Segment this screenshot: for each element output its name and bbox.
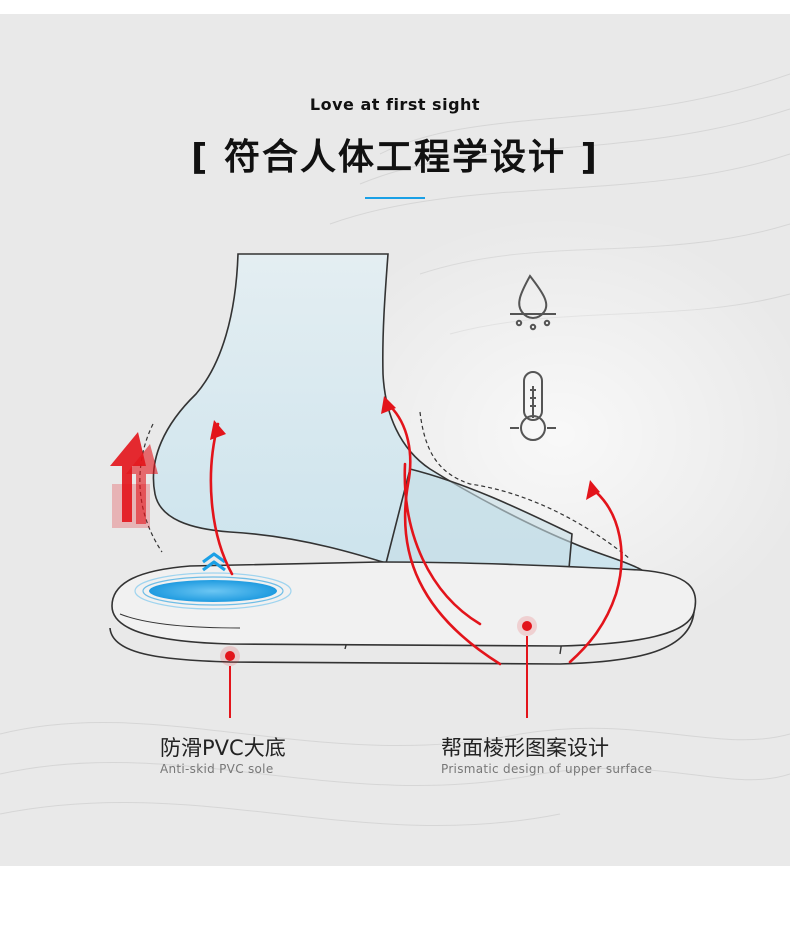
feature-sole-title: 防滑PVC大底 (160, 736, 286, 760)
feature-upper-subtitle: Prismatic design of upper surface (441, 762, 653, 776)
sole-callout-marker (220, 646, 240, 718)
up-chevrons-icon (202, 552, 226, 572)
feature-sole-subtitle: Anti-skid PVC sole (160, 762, 274, 776)
subtitle: Love at first sight (309, 95, 481, 114)
title-divider (365, 197, 425, 199)
feature-upper-title: 帮面棱形图案设计 (441, 736, 609, 760)
heel-vent-arrows (110, 432, 158, 528)
slide-sole (111, 561, 697, 647)
slipper-illustration (0, 73, 790, 827)
airflow-arrows (209, 404, 623, 666)
hero-panel: Love at first sight [ 符合人体工程学设计 ] 防滑PVC大… (0, 14, 790, 866)
heel-cushion (134, 572, 292, 610)
page-title: [ 符合人体工程学设计 ] (191, 137, 599, 178)
thermometer-icon (510, 371, 556, 441)
upper-callout-marker (517, 616, 537, 718)
water-drop-icon (510, 274, 556, 331)
